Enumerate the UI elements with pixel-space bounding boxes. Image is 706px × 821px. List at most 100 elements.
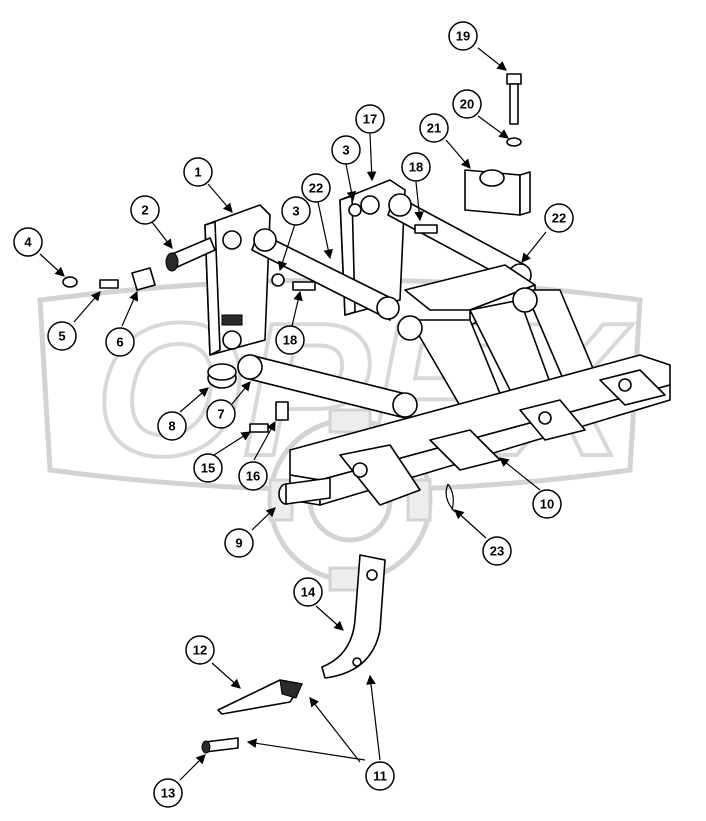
nut-4	[62, 276, 78, 288]
callout-label: 18	[409, 160, 423, 175]
callout-18: 18	[401, 152, 431, 182]
callout-circle	[532, 489, 562, 519]
callout-2: 2	[130, 195, 160, 225]
bolt-5	[99, 279, 119, 289]
callout-label: 23	[490, 544, 504, 559]
leader-lines	[39, 47, 547, 781]
pin	[278, 477, 331, 505]
bushing-8	[207, 363, 237, 389]
callout-22: 22	[301, 173, 331, 203]
callout-label: 22	[552, 211, 566, 226]
callout-circle	[301, 173, 331, 203]
callout-label: 15	[201, 461, 215, 476]
callout-circle	[193, 453, 223, 483]
washer-3-right	[348, 203, 362, 217]
callout-8: 8	[157, 411, 187, 441]
callout-label: 4	[24, 235, 32, 250]
callout-circle	[157, 411, 187, 441]
callout-circle	[365, 761, 395, 791]
callout-18: 18	[275, 325, 305, 355]
callout-label: 7	[217, 407, 224, 422]
callout-circle	[224, 528, 254, 558]
callout-label: 12	[193, 643, 207, 658]
callout-label: 13	[161, 786, 175, 801]
cotter-pin-23	[445, 483, 456, 513]
callout-13: 13	[153, 778, 183, 808]
callout-circle	[419, 113, 449, 143]
callout-circle	[183, 157, 213, 187]
bolt-15	[249, 423, 269, 433]
callout-label: 18	[283, 333, 297, 348]
callout-label: 9	[235, 536, 242, 551]
bolt-19	[506, 73, 522, 125]
plate-6	[131, 267, 156, 291]
callout-label: 6	[116, 335, 123, 350]
roll-pin-13	[201, 737, 239, 754]
callout-label: 19	[456, 29, 470, 44]
callout-label: 2	[141, 203, 148, 218]
callout-circle	[281, 196, 311, 226]
callout-4: 4	[13, 227, 43, 257]
bolt-18-right	[414, 224, 438, 234]
callout-label: 5	[58, 329, 65, 344]
lower-link-arm	[237, 354, 418, 419]
callout-circle	[47, 321, 77, 351]
callout-15: 15	[193, 453, 223, 483]
callout-label: 14	[301, 585, 316, 600]
callout-label: 10	[540, 497, 554, 512]
washer-20	[506, 137, 522, 147]
callout-19: 19	[448, 21, 478, 51]
callout-circle	[331, 135, 361, 165]
callout-11: 11	[365, 761, 395, 791]
callout-3: 3	[281, 196, 311, 226]
callout-14: 14	[293, 577, 323, 607]
bolt-2	[165, 237, 216, 272]
callout-12: 12	[185, 635, 215, 665]
washer-3-left	[271, 273, 285, 287]
callout-label: 3	[292, 204, 299, 219]
callout-label: 17	[363, 112, 377, 127]
callout-label: 1	[194, 165, 201, 180]
callout-17: 17	[355, 104, 385, 134]
callout-circle	[452, 89, 482, 119]
plate-16	[275, 401, 289, 421]
callout-circle	[482, 536, 512, 566]
callout-circle	[206, 399, 236, 429]
callout-label: 11	[373, 769, 387, 784]
bolt-18-left	[292, 281, 316, 291]
callout-10: 10	[532, 489, 562, 519]
callout-circle	[293, 577, 323, 607]
callout-5: 5	[47, 321, 77, 351]
clamp-21	[464, 169, 531, 216]
shank-14	[321, 554, 386, 679]
callout-label: 3	[342, 143, 349, 158]
callout-circle	[355, 104, 385, 134]
callout-6: 6	[105, 327, 135, 357]
callout-circle	[185, 635, 215, 665]
callout-label: 8	[168, 419, 175, 434]
callout-7: 7	[206, 399, 236, 429]
callout-circle	[275, 325, 305, 355]
callout-16: 16	[238, 461, 268, 491]
callout-label: 20	[460, 97, 474, 112]
callout-circle	[130, 195, 160, 225]
callout-circle	[153, 778, 183, 808]
callout-label: 16	[246, 469, 260, 484]
callout-3: 3	[331, 135, 361, 165]
tooth-12	[217, 679, 303, 715]
callout-label: 21	[427, 121, 441, 136]
callout-22: 22	[544, 203, 574, 233]
callout-circle	[544, 203, 574, 233]
callout-1: 1	[183, 157, 213, 187]
callout-label: 22	[309, 181, 323, 196]
callout-20: 20	[452, 89, 482, 119]
callout-21: 21	[419, 113, 449, 143]
callout-circle	[401, 152, 431, 182]
toolbar-beam	[289, 354, 671, 506]
callout-circle	[105, 327, 135, 357]
callout-circle	[448, 21, 478, 51]
callout-circle	[238, 461, 268, 491]
callout-circle	[13, 227, 43, 257]
